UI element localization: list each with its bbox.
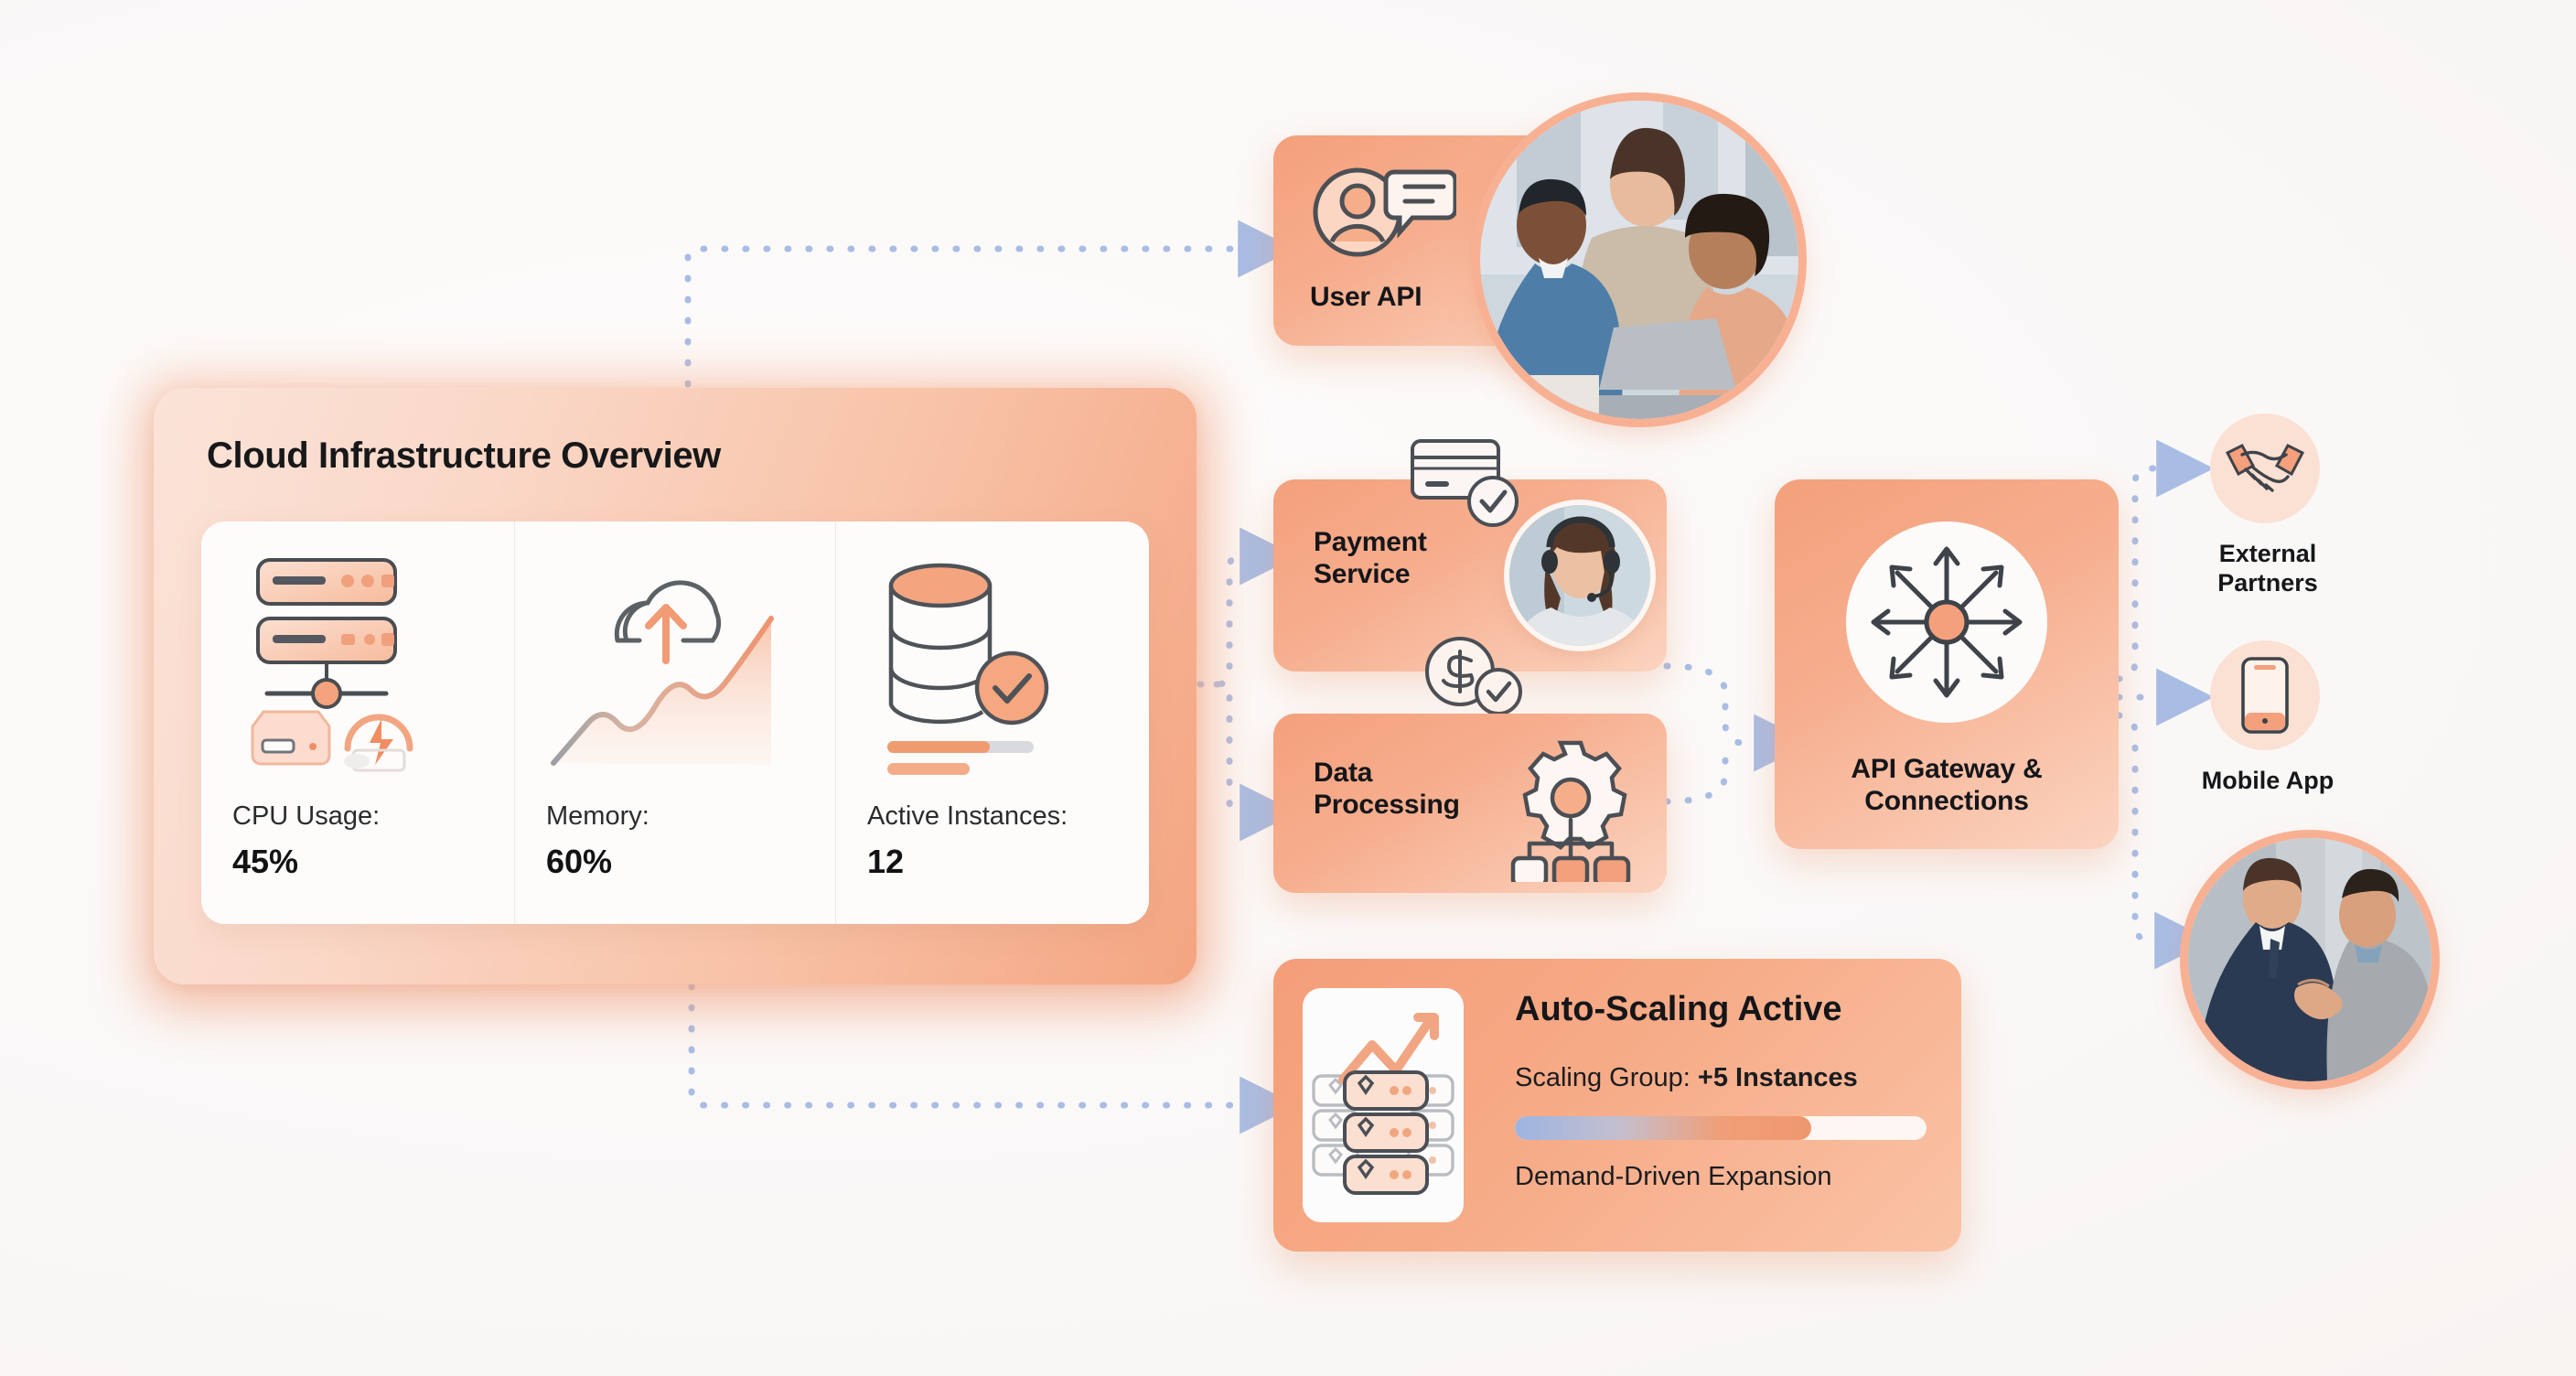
team-at-laptop-photo xyxy=(1480,101,1798,419)
node-api-gateway[interactable]: API Gateway & Connections xyxy=(1775,479,2119,849)
connector-dataprocessing-to-gateway xyxy=(1663,739,1729,805)
connector-dashboard-to-user-api xyxy=(684,220,1296,388)
dollar-coin-check-icon xyxy=(1418,631,1528,724)
external-partners-label: External Partners xyxy=(2217,540,2318,597)
gear-hierarchy-icon xyxy=(1504,736,1641,888)
scaling-group-row: Scaling Group: +5 Instances xyxy=(1515,1063,1858,1093)
server-rack-icon xyxy=(232,553,490,800)
external-partners-icon-badge[interactable] xyxy=(2210,414,2320,523)
stat-active-instances: Active Instances: 12 xyxy=(835,521,1149,924)
server-stack-growth-icon xyxy=(1303,988,1464,1222)
stat-label: Active Instances: xyxy=(867,801,1068,831)
stat-value: 45% xyxy=(232,843,299,880)
business-handshake-photo xyxy=(2188,838,2431,1081)
mobile-phone-icon xyxy=(2241,657,2289,734)
connector-payment-to-gateway xyxy=(1663,662,1812,772)
dashboard-card[interactable]: Cloud Infrastructure Overview xyxy=(154,388,1197,984)
scaling-progress-bar xyxy=(1515,1116,1927,1140)
stat-label: Memory: xyxy=(546,801,649,831)
support-agent-headset-photo xyxy=(1509,505,1650,646)
mobile-app-label: Mobile App xyxy=(2201,767,2334,794)
stat-cpu-usage: CPU Usage: 45% xyxy=(201,521,514,924)
scaling-group-label: Scaling Group: xyxy=(1515,1063,1690,1092)
stat-memory: Memory: 60% xyxy=(514,521,835,924)
auto-scaling-footer: Demand-Driven Expansion xyxy=(1515,1162,1832,1191)
mobile-app-icon-badge[interactable] xyxy=(2210,640,2320,750)
connector-gateway-to-partners-photo xyxy=(2115,712,2213,970)
database-check-icon xyxy=(867,553,1125,800)
connector-gateway-to-external-partners xyxy=(2115,439,2215,683)
scaling-group-value: +5 Instances xyxy=(1697,1063,1858,1092)
page-title: Cloud Infrastructure Overview xyxy=(207,435,721,476)
node-title: Payment Service xyxy=(1314,527,1427,589)
stat-label: CPU Usage: xyxy=(232,801,381,831)
node-title: API Gateway & Connections xyxy=(1851,754,2043,816)
cloud-upload-chart-icon xyxy=(546,553,811,800)
auto-scaling-card[interactable]: Auto-Scaling Active Scaling Group: +5 In… xyxy=(1273,959,1961,1252)
node-payment-service[interactable]: Payment Service xyxy=(1273,439,1667,715)
node-data-processing[interactable]: Data Processing xyxy=(1273,714,1667,893)
auto-scaling-title: Auto-Scaling Active xyxy=(1515,990,1842,1028)
node-title: Data Processing xyxy=(1314,758,1460,820)
connector-dashboard-to-data-processing xyxy=(1213,681,1298,842)
scaling-progress-fill xyxy=(1515,1116,1811,1140)
user-chat-icon xyxy=(1310,161,1458,266)
stat-value: 12 xyxy=(867,843,905,880)
credit-card-check-icon xyxy=(1409,435,1528,541)
stat-value: 60% xyxy=(546,843,613,880)
dashboard-stats-panel: CPU Usage: 45% xyxy=(201,521,1149,924)
handshake-icon xyxy=(2226,444,2304,492)
node-title: User API xyxy=(1310,282,1422,312)
radial-arrows-icon xyxy=(1846,521,2047,723)
